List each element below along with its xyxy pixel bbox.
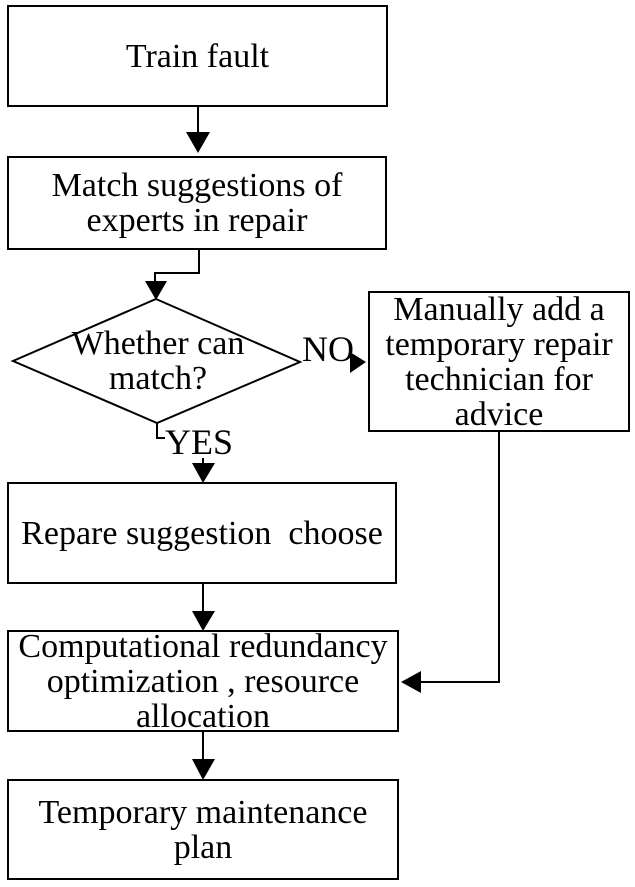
node-computational-redundancy: Computational redundancy optimization , … bbox=[7, 627, 399, 735]
arrowhead-down-icon bbox=[192, 611, 215, 631]
node-manually-add-text: Manually add a temporary repair technici… bbox=[385, 290, 613, 433]
label-no: NO bbox=[302, 331, 354, 367]
edge-manual-to-comp bbox=[421, 432, 500, 683]
label-yes: YES bbox=[165, 424, 237, 460]
node-repare-suggestion: Repare suggestion choose bbox=[7, 482, 397, 584]
node-train-fault: Train fault bbox=[7, 5, 388, 107]
node-match-suggestions-text: Match suggestions of experts in repair bbox=[51, 167, 343, 239]
arrowhead-down-icon bbox=[145, 281, 167, 300]
node-temporary-plan: Temporary maintenance plan bbox=[7, 779, 399, 880]
arrowhead-left-icon bbox=[401, 671, 421, 693]
node-temporary-plan-text: Temporary maintenance plan bbox=[38, 793, 368, 866]
node-repare-suggestion-text: Repare suggestion choose bbox=[21, 514, 383, 552]
arrowhead-down-icon bbox=[186, 132, 210, 153]
arrowhead-down-icon bbox=[192, 463, 215, 483]
node-match-suggestions: Match suggestions of experts in repair bbox=[7, 156, 387, 250]
arrowhead-down-icon bbox=[192, 759, 215, 780]
node-whether-can-match-text: Whether can match? bbox=[71, 325, 245, 397]
edge-match-to-decision bbox=[154, 250, 200, 282]
node-manually-add: Manually add a temporary repair technici… bbox=[368, 291, 630, 432]
arrowhead-right-icon bbox=[350, 352, 366, 373]
node-whether-can-match: Whether can match? bbox=[38, 326, 278, 396]
label-yes-text: YES bbox=[165, 422, 234, 462]
node-computational-redundancy-text: Computational redundancy optimization , … bbox=[18, 627, 388, 735]
node-train-fault-text: Train fault bbox=[125, 37, 270, 75]
label-no-text: NO bbox=[302, 329, 354, 369]
